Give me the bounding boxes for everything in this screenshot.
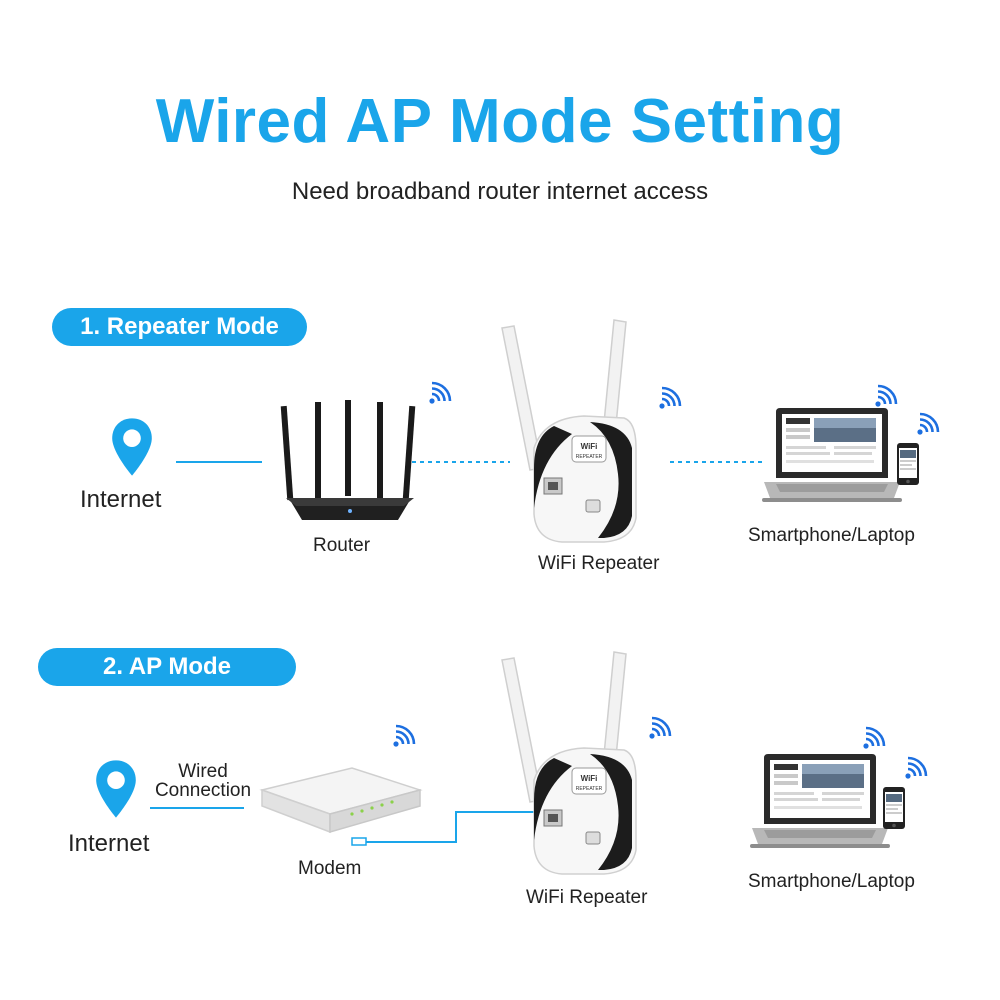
wifi-signal-icon: [862, 726, 886, 750]
wifi-repeater-device: [501, 651, 637, 875]
section-2-heading: 2. AP Mode: [38, 648, 296, 686]
page-title: Wired AP Mode Setting: [155, 87, 845, 156]
wifi-repeater-device: [501, 319, 637, 543]
internet-label: Internet: [68, 830, 150, 857]
smartphone-device: [897, 443, 919, 485]
router-device: [280, 400, 416, 520]
wired-label-line1: Wired: [178, 761, 228, 782]
wifi-signal-icon: [874, 384, 898, 408]
wifi-signal-icon: [658, 386, 682, 410]
wifi-signal-icon: [428, 381, 452, 405]
wifi-signal-icon: [904, 756, 928, 780]
wifi-signal-icon: [392, 724, 416, 748]
modem-repeater-cable: [366, 811, 546, 843]
clients-label: Smartphone/Laptop: [748, 871, 915, 892]
repeater-label: WiFi Repeater: [526, 887, 648, 908]
wired-connection-label: Wired Connection: [148, 762, 258, 800]
clients-label: Smartphone/Laptop: [748, 525, 915, 546]
wifi-signal-icon: [916, 412, 940, 436]
wired-label-line2: Connection: [154, 780, 252, 801]
repeater-label: WiFi Repeater: [538, 553, 660, 574]
modem-label: Modem: [298, 858, 362, 879]
internet-label: Internet: [80, 486, 162, 513]
smartphone-device: [883, 787, 905, 829]
page-subtitle: Need broadband router internet access: [291, 178, 709, 205]
laptop-device: [750, 754, 890, 848]
section-1-heading: 1. Repeater Mode: [52, 308, 307, 346]
location-pin-icon: [112, 418, 152, 476]
router-label: Router: [313, 535, 371, 556]
laptop-device: [762, 408, 902, 502]
location-pin-icon: [96, 760, 136, 818]
modem-device: [259, 767, 423, 834]
wifi-signal-icon: [648, 716, 672, 740]
modem-lan-port: [351, 837, 367, 846]
